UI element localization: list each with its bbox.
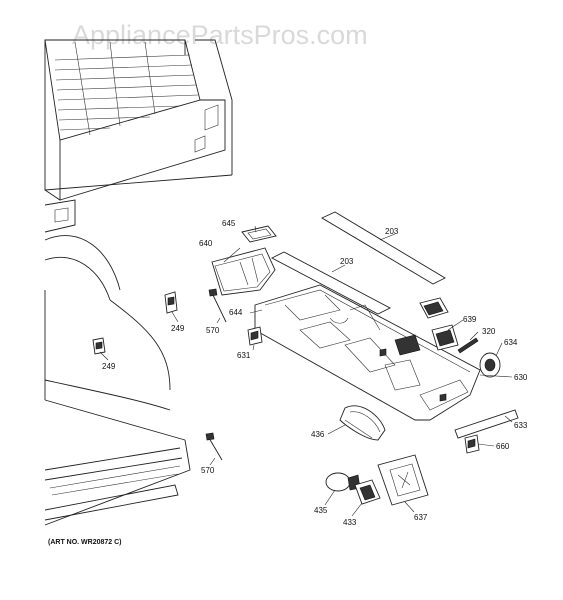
callout-570-lower: 570 (201, 466, 215, 475)
strip-203-upper (321, 211, 446, 285)
callout-203-lower: 203 (340, 257, 354, 266)
callout-631: 631 (237, 351, 251, 360)
callout-634: 634 (504, 338, 518, 347)
callout-637: 637 (414, 513, 428, 522)
callout-labels: 645 640 203 203 644 570 249 249 631 639 … (102, 219, 528, 527)
cover-640 (211, 247, 276, 296)
clip-249-lower (92, 337, 106, 355)
component-639 (419, 297, 449, 319)
leader-lines (99, 225, 513, 517)
gasket-645 (241, 225, 277, 243)
watermark-text: AppliancePartsPros.com (72, 20, 368, 50)
socket-433 (354, 479, 381, 505)
callout-570-upper: 570 (206, 326, 220, 335)
callout-435: 435 (314, 506, 328, 515)
knob-634 (479, 352, 501, 378)
clip-249-upper (164, 291, 178, 314)
switch-660 (464, 434, 480, 454)
callout-639: 639 (463, 315, 477, 324)
switch-631 (247, 326, 263, 346)
callout-645: 645 (222, 219, 236, 228)
art-number: (ART NO. WR20872 C) (48, 539, 122, 546)
callout-630: 630 (514, 373, 528, 382)
component-639-bracket (431, 324, 459, 351)
callout-249-lower: 249 (102, 362, 116, 371)
callout-433: 433 (343, 518, 357, 527)
rod-320 (457, 337, 479, 354)
callout-249-upper: 249 (171, 324, 185, 333)
callout-633: 633 (514, 421, 528, 430)
callout-436: 436 (311, 430, 325, 439)
label-card-637 (377, 454, 429, 506)
callout-644: 644 (229, 308, 243, 317)
strip-203-lower (271, 251, 391, 315)
housing-630 (254, 284, 481, 421)
callout-320: 320 (482, 327, 496, 336)
screw-570-upper (208, 288, 227, 323)
cabinet-body (44, 199, 191, 526)
callout-660: 660 (496, 442, 510, 451)
shelf-assembly (44, 39, 233, 201)
callout-203-upper: 203 (385, 227, 399, 236)
callout-640: 640 (199, 239, 213, 248)
bulb-435 (325, 472, 361, 492)
screw-570-lower (205, 432, 223, 461)
shield-436 (339, 405, 386, 441)
strip-633 (454, 409, 519, 439)
